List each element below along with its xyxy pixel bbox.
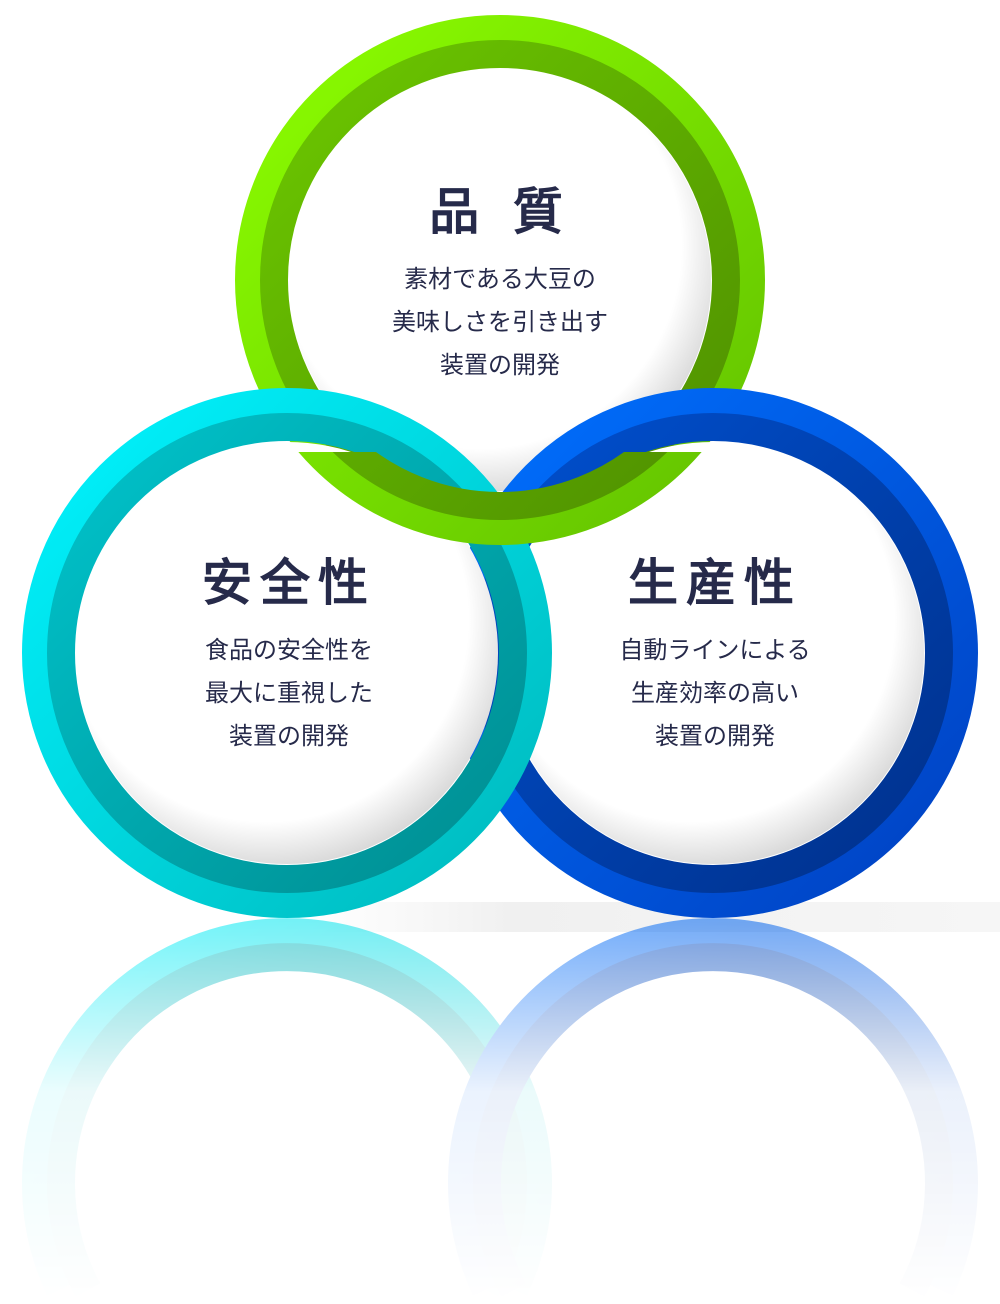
circle-quality: 品 質 素材である大豆の 美味しさを引き出す 装置の開発 <box>320 172 680 387</box>
ring-safety <box>22 388 552 918</box>
ring-quality <box>235 15 765 545</box>
ring-quality-overlap <box>298 452 702 545</box>
circle-title: 品 質 <box>429 183 571 241</box>
circle-productivity: 生産性 自動ラインによる 生産効率の高い 装置の開発 <box>535 543 895 758</box>
description-line: 装置の開発 <box>229 722 349 750</box>
circle-title: 生産性 <box>628 554 802 612</box>
circle-safety: 安全性 食品の安全性を 最大に重視した 装置の開発 <box>109 543 469 758</box>
description-line: 自動ラインによる <box>619 636 811 664</box>
circle-description: 自動ラインによる 生産効率の高い 装置の開発 <box>535 629 895 758</box>
circle-title: 安全性 <box>202 554 376 612</box>
description-line: 食品の安全性を <box>205 636 373 664</box>
circle-description: 素材である大豆の 美味しさを引き出す 装置の開発 <box>320 258 680 387</box>
description-line: 生産効率の高い <box>631 679 799 707</box>
reflection <box>22 918 978 1297</box>
description-line: 最大に重視した <box>205 679 373 707</box>
description-line: 装置の開発 <box>655 722 775 750</box>
description-line: 美味しさを引き出す <box>392 308 608 336</box>
description-line: 装置の開発 <box>440 351 560 379</box>
circle-description: 食品の安全性を 最大に重視した 装置の開発 <box>109 629 469 758</box>
description-line: 素材である大豆の <box>404 265 596 293</box>
